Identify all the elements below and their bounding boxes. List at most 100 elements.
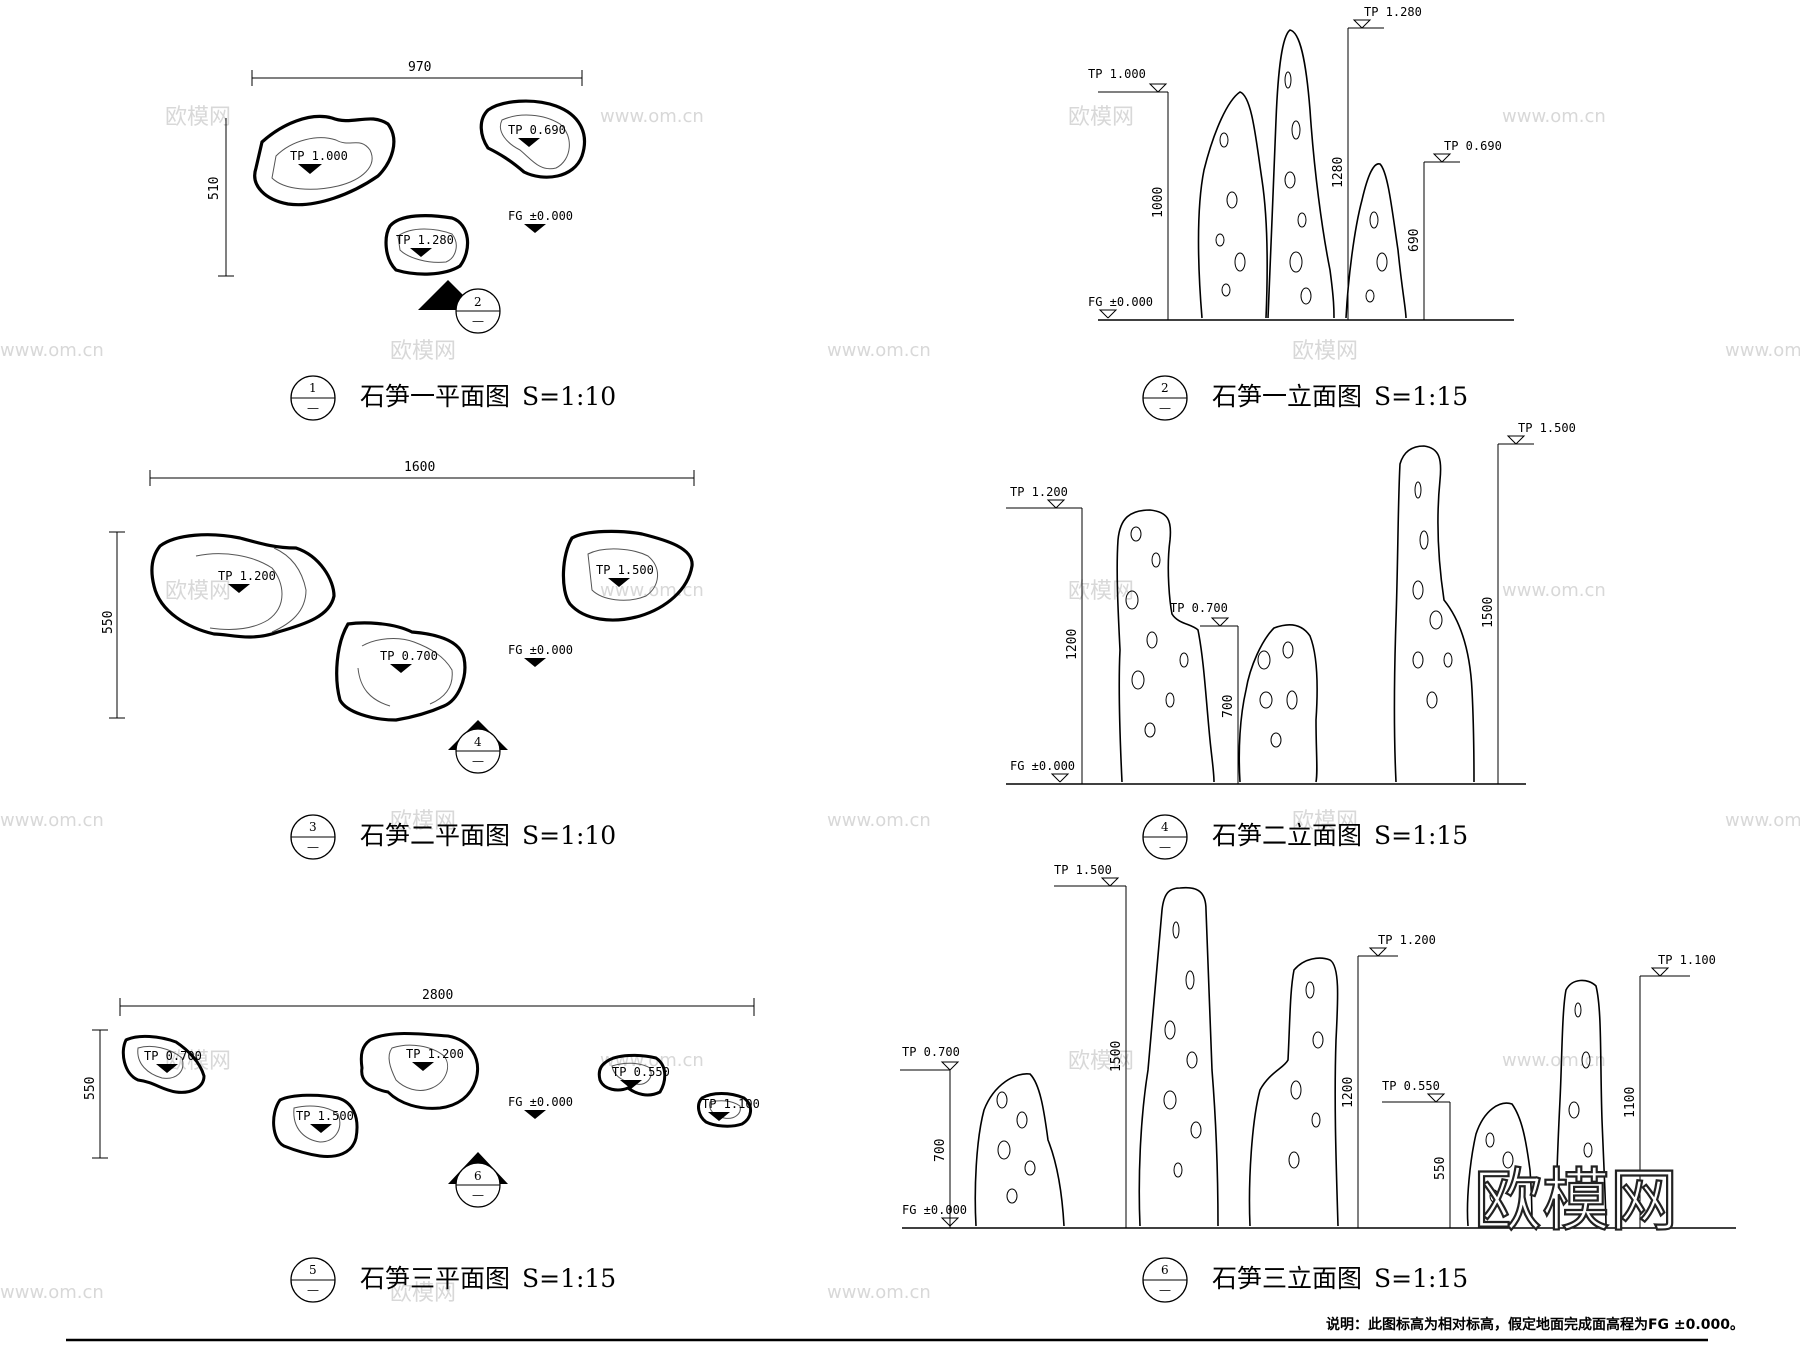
plan-view-5: 2800 550 TP 0.700 TP 1.200 TP 0.550 TP 1… — [83, 988, 760, 1208]
watermark-brand: 欧模网 — [165, 105, 231, 130]
level-marker — [410, 248, 432, 257]
title-number: 3 — [309, 820, 317, 834]
stone-outline — [1267, 29, 1335, 319]
dim-height: 550 — [101, 611, 116, 634]
title-number: 5 — [309, 1263, 317, 1277]
watermark-site: www.om.cn — [600, 106, 704, 127]
rock-outline — [335, 621, 467, 722]
dim-height: 1100 — [1623, 1087, 1638, 1118]
watermark-brand: 欧模网 — [1068, 1049, 1134, 1074]
level-label: TP 1.200 — [406, 1047, 464, 1061]
rock-contour — [361, 638, 453, 705]
plan-view-3: 1600 550 TP 1.200 TP 1.500 TP 0.700 FG ±… — [101, 460, 695, 774]
level-marker — [156, 1064, 178, 1073]
dim-height: 700 — [1221, 695, 1236, 718]
level-marker — [608, 578, 630, 587]
level-label: TP 1.500 — [1054, 863, 1112, 877]
rock-outline — [597, 1053, 667, 1097]
level-marker — [518, 138, 540, 147]
elevation-view-6: TP 1.500 TP 1.200 TP 1.100 TP 0.700 TP 0… — [900, 863, 1736, 1229]
title-sub: — — [1159, 1283, 1171, 1297]
level-marker — [1050, 773, 1070, 783]
level-label: TP 1.200 — [1010, 485, 1068, 499]
stone-outline — [1248, 957, 1339, 1227]
dim-width: 970 — [408, 60, 431, 75]
level-marker — [524, 658, 546, 667]
level-label: TP 1.280 — [1364, 5, 1422, 19]
stone-texture — [996, 921, 1593, 1204]
level-marker — [1426, 1093, 1446, 1103]
view-title-2: 2 — 石笋一立面图 S=1:15 — [1142, 375, 1468, 421]
level-label: TP 1.500 — [296, 1109, 354, 1123]
view-title: 石笋三平面图 — [360, 1264, 510, 1293]
stone-outline — [1197, 91, 1268, 319]
rock-outline — [150, 533, 336, 639]
level-label: FG ±0.000 — [902, 1203, 967, 1217]
level-label: FG ±0.000 — [1088, 295, 1153, 309]
rock-outline — [384, 214, 470, 276]
level-label: TP 0.550 — [1382, 1079, 1440, 1093]
watermark-brand: 欧模网 — [1292, 809, 1358, 834]
dim-height: 1500 — [1109, 1041, 1124, 1072]
view-title-3: 3 — 石笋二平面图 S=1:10 — [290, 814, 616, 860]
level-marker — [1046, 499, 1066, 509]
section-marker-sub: — — [472, 1188, 484, 1202]
view-scale: S=1:15 — [522, 1264, 616, 1293]
level-label: TP 1.280 — [396, 233, 454, 247]
level-marker — [412, 1062, 434, 1071]
title-sub: — — [307, 401, 319, 415]
level-marker — [620, 1080, 642, 1089]
level-label: TP 1.500 — [596, 563, 654, 577]
watermark-site: www.om.cn — [0, 340, 104, 361]
view-scale: S=1:15 — [1374, 382, 1468, 411]
watermark-brand: 欧模网 — [165, 579, 231, 604]
stone-texture — [1215, 71, 1388, 305]
view-title: 石笋二立面图 — [1212, 821, 1362, 850]
title-sub: — — [307, 1283, 319, 1297]
level-label: TP 1.500 — [1518, 421, 1576, 435]
stone-outline — [1393, 445, 1475, 783]
dim-height: 510 — [207, 177, 222, 200]
view-scale: S=1:10 — [522, 382, 616, 411]
rock-contour — [271, 547, 307, 633]
level-marker — [1098, 309, 1118, 319]
dim-height: 550 — [83, 1077, 98, 1100]
watermark-brand: 欧模网 — [1292, 339, 1358, 364]
view-scale: S=1:15 — [1374, 1264, 1468, 1293]
rock-contour — [397, 228, 457, 263]
stone-outline — [1466, 1102, 1533, 1227]
watermark-site: www.om.cn — [1502, 580, 1606, 601]
level-marker — [1432, 153, 1452, 163]
watermark-site: www.om.cn — [827, 340, 931, 361]
stone-texture — [1125, 481, 1453, 748]
brand-watermark-logo: 欧模网 — [1474, 1162, 1678, 1241]
section-marker-sub: — — [472, 314, 484, 328]
level-marker — [1148, 83, 1168, 93]
elevation-view-4: TP 1.200 TP 0.700 TP 1.500 FG ±0.000 120… — [1006, 421, 1576, 785]
level-label: TP 0.700 — [144, 1049, 202, 1063]
level-marker — [390, 664, 412, 673]
rock-outline — [697, 1092, 752, 1128]
stone-outline — [1238, 623, 1318, 783]
watermark-site: www.om.cn — [1725, 810, 1800, 831]
rock-outline — [121, 1034, 206, 1094]
rock-outline — [561, 529, 694, 622]
level-label: TP 1.200 — [1378, 933, 1436, 947]
rock-contour — [388, 1044, 448, 1091]
level-marker — [1506, 435, 1526, 445]
level-marker — [1352, 19, 1372, 29]
watermark-brand: 欧模网 — [1068, 579, 1134, 604]
stone-outline — [1138, 886, 1219, 1227]
dim-height: 1280 — [1331, 157, 1346, 188]
rock-outline — [272, 1093, 359, 1158]
watermark-layer: 欧模网 www.om.cn 欧模网 www.om.cn www.om.cn 欧模… — [0, 105, 1800, 1306]
rock-outline — [253, 114, 396, 207]
drawing-note: 说明：此图标高为相对标高，假定地面完成面高程为FG ±0.000。 — [1326, 1316, 1744, 1333]
dim-height: 1000 — [1151, 187, 1166, 218]
section-marker-number: 6 — [474, 1169, 482, 1183]
title-sub: — — [1159, 401, 1171, 415]
title-sub: — — [307, 840, 319, 854]
title-number: 1 — [309, 381, 317, 395]
view-scale: S=1:15 — [1374, 821, 1468, 850]
